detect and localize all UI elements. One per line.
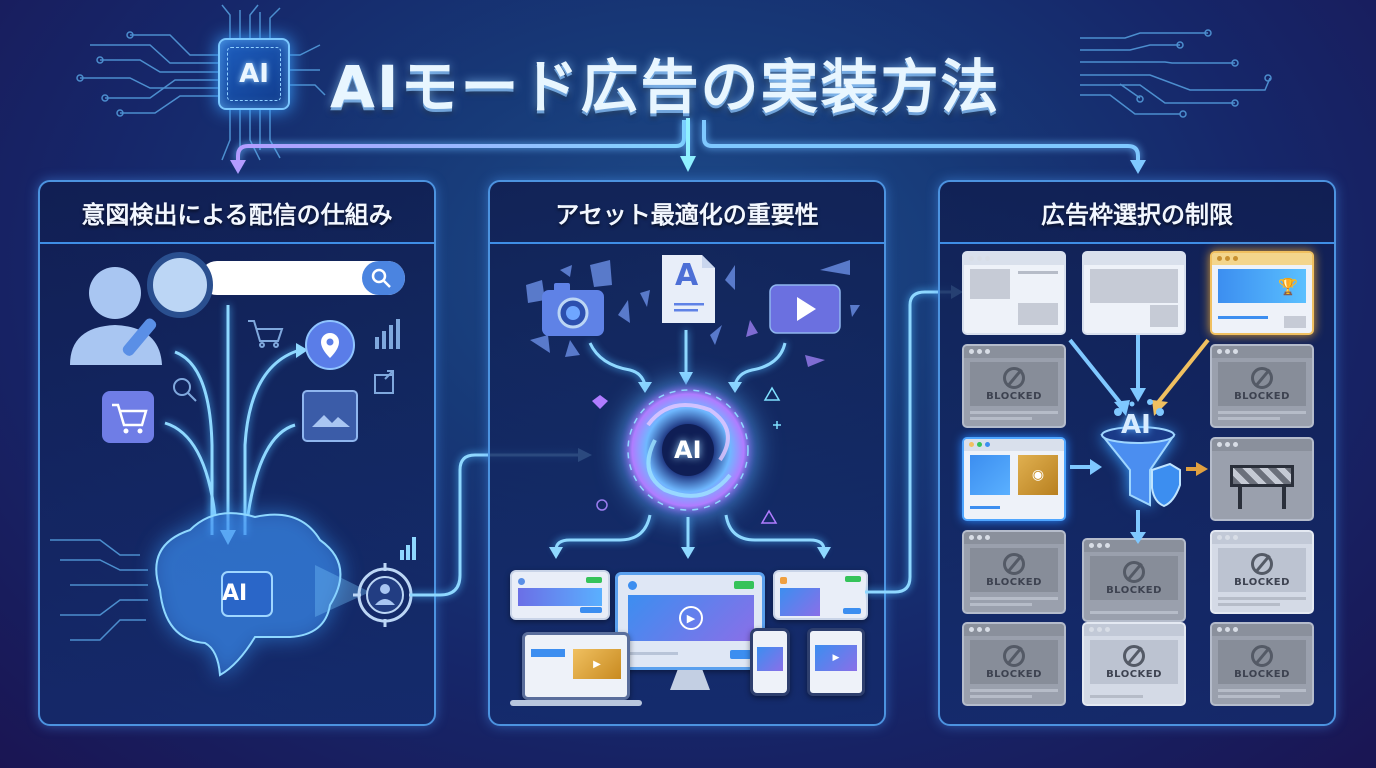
monitor-stand (670, 670, 710, 690)
blocked-icon (1123, 644, 1145, 667)
ai-funnel-illustration (1068, 335, 1210, 544)
barrier-icon (1230, 465, 1294, 487)
placement-blocked: BLOCKED (962, 530, 1066, 614)
page-title: AIモード広告の実装方法 (330, 53, 1001, 121)
trophy-icon: 🏆 (1218, 269, 1306, 303)
tablet: ▶ (807, 628, 865, 696)
brain-ai-label: AI (222, 581, 248, 606)
placement-blocked: BLOCKED (1082, 622, 1186, 706)
desktop-monitor-video: ▶ (615, 572, 765, 670)
vortex-ai-label: AI (674, 436, 702, 464)
placement-blocked: BLOCKED (1210, 622, 1314, 706)
blocked-icon (1123, 560, 1145, 583)
panel-title: 意図検出による配信の仕組み (40, 182, 434, 244)
side-arrows (1070, 459, 1208, 476)
ai-chip-logo: AI (218, 38, 290, 110)
award-icon: ◉ (1018, 455, 1058, 495)
panel-title: アセット最適化の重要性 (490, 182, 884, 244)
blocked-icon (1003, 552, 1025, 575)
smartphone (750, 628, 790, 696)
placement-blocked: BLOCKED (1210, 344, 1314, 428)
funnel-ai-label: AI (1121, 410, 1151, 440)
ai-chip-label: AI (227, 47, 281, 101)
document-letter: A (675, 258, 699, 293)
placement-allowed-1 (962, 251, 1066, 335)
blocked-icon (1251, 366, 1273, 389)
placement-selected: ◉ (962, 437, 1066, 521)
circuit-decoration (76, 4, 1272, 161)
placement-blocked: BLOCKED (962, 344, 1066, 428)
placement-allowed-2 (1082, 251, 1186, 335)
laptop-base (510, 700, 642, 706)
blocked-icon (1003, 644, 1025, 667)
placement-blocked: BLOCKED (962, 622, 1066, 706)
blocked-icon (1003, 366, 1025, 389)
placement-blocked: BLOCKED (1082, 538, 1186, 622)
ad-card-banner (510, 570, 610, 620)
placement-barrier (1210, 437, 1314, 521)
distribution-arrows (230, 118, 1146, 174)
panel-title: 広告枠選択の制限 (940, 182, 1334, 244)
blocked-icon (1251, 552, 1273, 575)
blocked-icon (1251, 644, 1273, 667)
placement-premium: 🏆 (1210, 251, 1314, 335)
intent-detection-illustration (50, 252, 417, 677)
placement-blocked: BLOCKED (1210, 530, 1314, 614)
ad-card-video (773, 570, 868, 620)
asset-optimization-illustration (526, 255, 860, 559)
laptop: ▶ (522, 632, 630, 700)
